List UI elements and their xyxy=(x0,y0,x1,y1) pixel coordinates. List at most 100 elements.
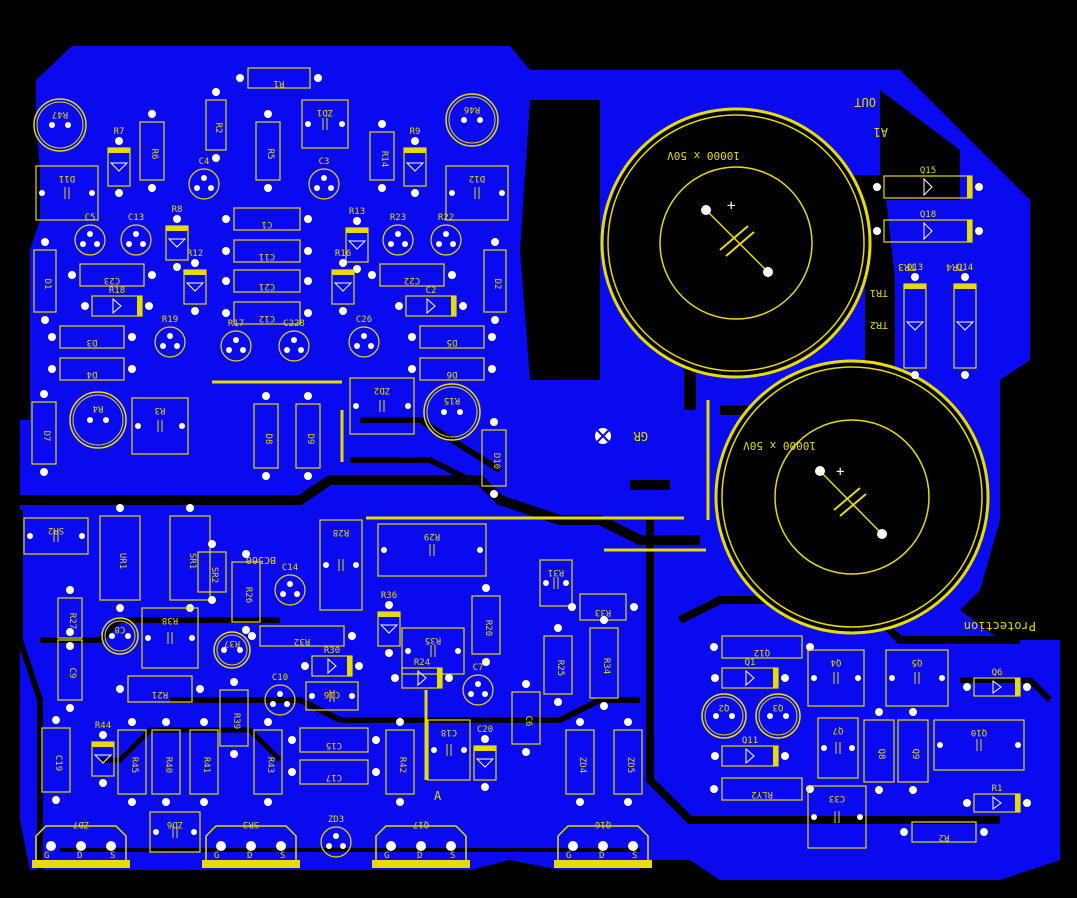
solder-pad xyxy=(222,309,230,317)
capacitor xyxy=(807,649,865,707)
solder-pad xyxy=(236,74,244,82)
resistor xyxy=(369,131,395,181)
solder-pad xyxy=(115,137,123,145)
solder-pad xyxy=(242,626,250,634)
capacitor xyxy=(35,165,99,221)
solder-pad xyxy=(628,841,638,851)
solder-pad xyxy=(200,798,208,806)
resistor xyxy=(897,719,929,783)
refdes-label: SR2 xyxy=(209,567,219,583)
solder-pad xyxy=(162,718,170,726)
refdes-label: ZD7 xyxy=(73,819,89,829)
solder-pad xyxy=(353,562,359,568)
solder-pad xyxy=(126,241,132,247)
solder-pad xyxy=(326,843,332,849)
refdes-label: R14 xyxy=(379,151,389,167)
solder-pad xyxy=(298,347,304,353)
solder-pad xyxy=(391,674,399,682)
solder-pad xyxy=(48,365,56,373)
solder-pad xyxy=(855,675,861,681)
solder-pad xyxy=(396,798,404,806)
resistor xyxy=(247,67,311,89)
refdes-label: Q2 xyxy=(719,702,730,712)
solder-pad xyxy=(873,227,881,235)
solder-pad xyxy=(436,241,442,247)
capacitor xyxy=(305,681,359,711)
diode xyxy=(903,283,927,369)
refdes-label: R30 xyxy=(324,646,340,656)
solder-pad xyxy=(264,718,272,726)
solder-pad xyxy=(304,392,312,400)
solder-pad xyxy=(173,263,181,271)
refdes-label: R25 xyxy=(555,660,565,676)
solder-pad xyxy=(301,662,309,670)
solder-pad xyxy=(66,704,74,712)
diode xyxy=(953,283,977,369)
out-label: OUT xyxy=(854,95,876,109)
solder-pad xyxy=(353,217,361,225)
refdes-label: UR1 xyxy=(117,553,127,569)
solder-pad xyxy=(66,642,74,650)
refdes-label: SR1 xyxy=(187,553,197,569)
bc560-label: BC560 xyxy=(246,554,276,565)
transistor xyxy=(278,330,310,362)
solder-pad xyxy=(576,718,584,726)
refdes-label: D10 xyxy=(491,453,501,469)
transistor xyxy=(154,326,186,358)
solder-pad xyxy=(226,347,232,353)
solder-pad xyxy=(128,718,136,726)
refdes-label: Q3 xyxy=(773,702,784,712)
solder-pad xyxy=(402,241,408,247)
pin-label: S xyxy=(450,851,455,861)
solder-pad xyxy=(87,231,93,237)
resistor xyxy=(59,357,125,381)
resistor xyxy=(197,551,227,593)
refdes-label: C12 xyxy=(259,313,275,323)
solder-pad xyxy=(875,708,883,716)
refdes-label: C5 xyxy=(85,213,96,223)
solder-pad xyxy=(783,713,789,719)
solder-pad xyxy=(395,302,403,310)
solder-pad xyxy=(162,798,170,806)
solder-pad xyxy=(240,347,246,353)
solder-pad xyxy=(554,698,562,706)
solder-pad xyxy=(386,841,396,851)
refdes-label: D1 xyxy=(42,279,52,290)
solder-pad xyxy=(600,702,608,710)
refdes-label: ZD5 xyxy=(625,757,635,773)
solder-pad xyxy=(339,259,347,267)
diode xyxy=(345,227,369,263)
refdes-label: R1 xyxy=(274,78,285,88)
solder-pad xyxy=(264,184,272,192)
refdes-label: R17 xyxy=(228,319,244,329)
diode xyxy=(107,147,131,187)
resistor xyxy=(511,691,541,745)
transistor xyxy=(264,684,296,716)
solder-pad xyxy=(937,742,943,748)
refdes-label: R42 xyxy=(397,757,407,773)
electrolytic-cap xyxy=(69,391,127,449)
solder-pad xyxy=(262,472,270,480)
solder-pad xyxy=(304,277,312,285)
solder-pad xyxy=(237,647,243,653)
solder-pad xyxy=(482,691,488,697)
solder-pad xyxy=(233,337,239,343)
solder-pad xyxy=(488,365,496,373)
refdes-label: R39 xyxy=(231,713,241,729)
gap-band-3 xyxy=(646,520,1000,824)
solder-pad xyxy=(280,591,286,597)
resistor xyxy=(721,635,803,659)
refdes-label: RLY2 xyxy=(751,789,773,799)
refdes-label: D9 xyxy=(305,434,315,445)
refdes-label: Q11 xyxy=(742,736,758,746)
solder-pad xyxy=(961,371,969,379)
solder-pad xyxy=(242,550,250,558)
capacitor xyxy=(377,523,487,577)
solder-pad xyxy=(711,752,719,760)
solder-pad xyxy=(900,828,908,836)
capacitor xyxy=(539,559,573,607)
refdes-label: C19 xyxy=(53,755,63,771)
refdes-label: D11 xyxy=(59,173,75,183)
solder-pad xyxy=(624,798,632,806)
